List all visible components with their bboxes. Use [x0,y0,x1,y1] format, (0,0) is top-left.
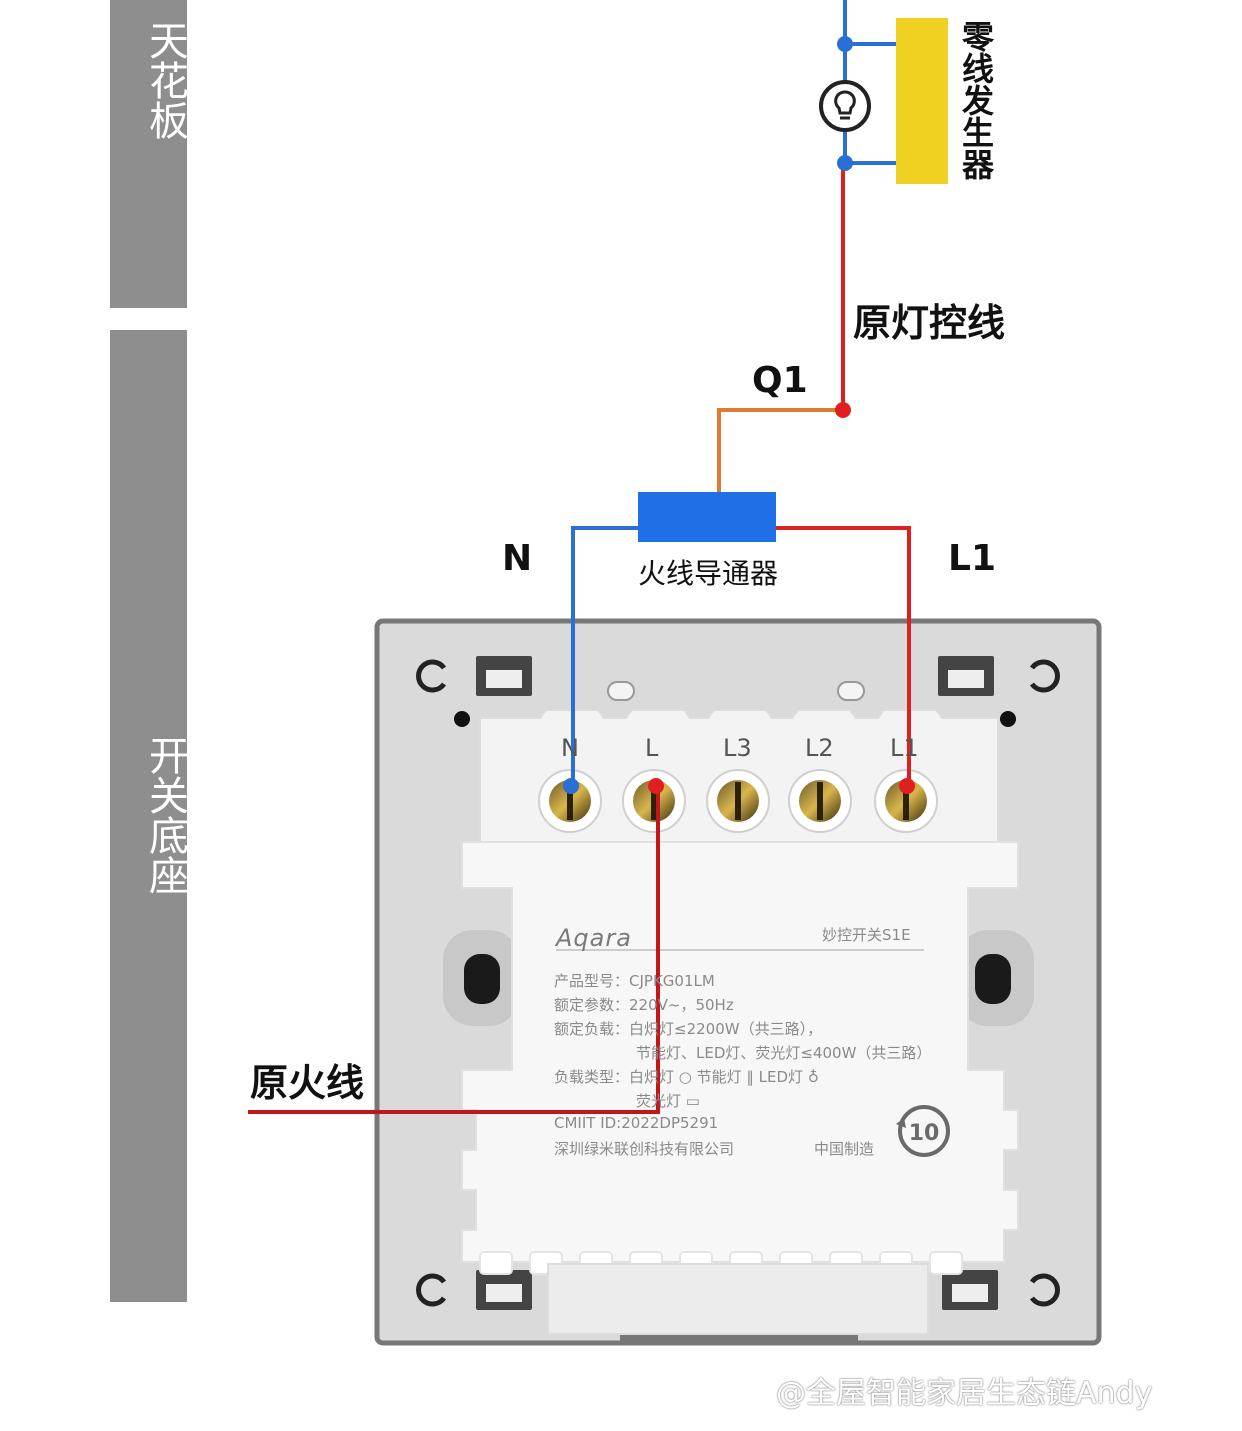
terminal-label-n: N [561,734,579,762]
eco-badge-icon: 10 [896,1105,950,1157]
neutral-generator-label: 零线发生器 [957,20,995,180]
terminal-screws [538,769,938,833]
l1-wire [776,526,911,786]
spec-load: 额定负载：白炽灯≤2200W（共三路）， [554,1020,823,1038]
switch-box-bar: 开关底座 [110,330,188,1302]
watermark: @全屋智能家居生态链Andy [776,1376,1153,1411]
switch-plate-bottom-edge [620,1332,858,1342]
product-name: 妙控开关S1E [822,926,911,944]
spec-model: 产品型号：CJPKG01LM [554,972,715,990]
original-live-wire [248,786,660,1114]
bottom-teeth [479,1251,963,1335]
module-body [461,841,1019,1263]
live-conductor-label: 火线导通器 [638,557,779,590]
l1-label: L1 [948,538,996,579]
spec-rating: 额定参数：220V~，50Hz [554,996,734,1014]
n-label: N [502,538,533,579]
terminal-label-l: L [645,734,659,762]
spec-company: 深圳绿米联创科技有限公司 [554,1140,735,1158]
original-control-wire-label: 原灯控线 [853,301,1006,345]
original-live-wire-label: 原火线 [250,1061,365,1105]
terminal-label-l3: L3 [723,734,752,762]
neutral-generator-box [896,18,948,184]
lightbulb-icon [819,80,871,132]
neutral-wire [571,526,640,786]
eco-badge-value: 10 [909,1121,940,1146]
q1-label: Q1 [752,360,808,401]
ceiling-bar: 天花板 [110,0,188,308]
spec-fluorescent: 荧光灯 ▭ [636,1092,700,1110]
brand-logo: Aqara [556,924,632,952]
spec-load-2: 节能灯、LED灯、荧光灯≤400W（共三路） [636,1044,932,1062]
terminal-label-l1: L1 [890,734,919,762]
terminal-label-l2: L2 [805,734,834,762]
spec-cmiit: CMIIT ID:2022DP5291 [554,1114,719,1132]
rotation-marks [416,659,1060,1307]
made-in-china: 中国制造 [814,1140,875,1158]
ceiling-label: 天花板 [142,20,188,140]
spec-load-type: 负载类型：白炽灯 ○ 节能灯 ‖ LED灯 ♁ [554,1068,819,1086]
live-conductor-box [638,492,776,542]
q1-wire [717,408,842,492]
switch-box-label: 开关底座 [142,735,188,895]
corner-clips [476,656,998,1310]
